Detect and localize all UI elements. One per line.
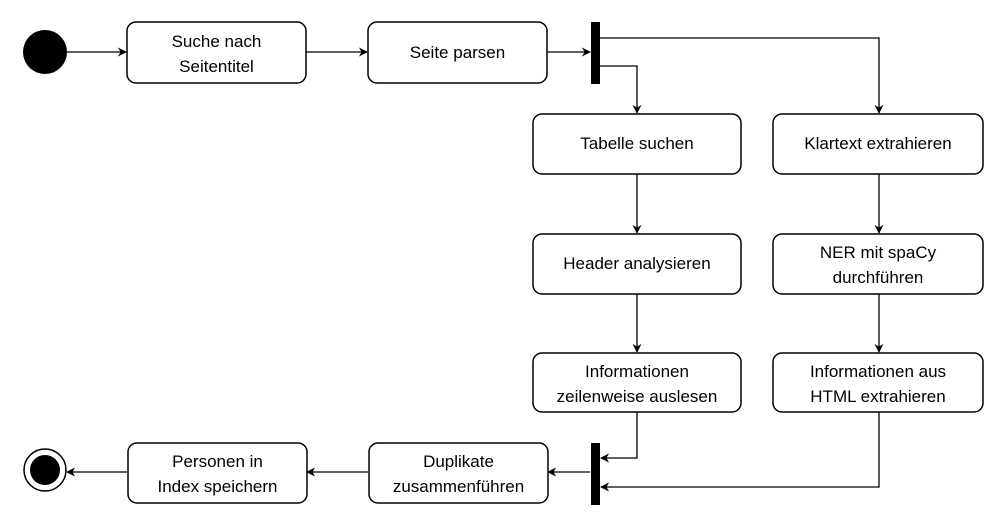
action-label: durchführen <box>833 268 924 287</box>
action-parsen: Seite parsen <box>367 21 548 84</box>
fork-bar <box>591 22 600 84</box>
action-personen: Personen in Index speichern <box>127 442 308 504</box>
edge-fork-klartext <box>600 37 884 114</box>
action-label: HTML extrahieren <box>810 387 945 406</box>
action-html: Informationen aus HTML extrahieren <box>772 352 984 413</box>
action-label: Seitentitel <box>179 57 254 76</box>
action-label: Seite parsen <box>410 43 505 62</box>
action-label: Index speichern <box>157 477 277 496</box>
action-label: Duplikate <box>423 452 494 471</box>
action-label: Informationen aus <box>810 362 946 381</box>
action-label: Header analysieren <box>563 254 710 273</box>
action-tabelle: Tabelle suchen <box>532 113 742 175</box>
action-zeilen: Informationen zeilenweise auslesen <box>532 352 742 413</box>
action-klartext: Klartext extrahieren <box>772 113 984 175</box>
action-label: zusammenführen <box>393 477 524 496</box>
action-label: Tabelle suchen <box>580 134 693 153</box>
action-label: Klartext extrahieren <box>804 134 951 153</box>
action-header: Header analysieren <box>532 233 742 295</box>
edge-html-join <box>600 412 880 492</box>
action-label: Informationen <box>585 362 689 381</box>
edges <box>66 37 884 492</box>
action-ner: NER mit spaCy durchführen <box>772 233 984 295</box>
action-label: zeilenweise auslesen <box>557 387 718 406</box>
join-bar <box>591 443 600 505</box>
final-node <box>23 448 67 492</box>
action-label: NER mit spaCy <box>820 243 937 262</box>
action-duplikate: Duplikate zusammenführen <box>368 442 549 504</box>
edge-zeilen-join <box>600 412 638 463</box>
action-label: Personen in <box>172 452 263 471</box>
initial-node <box>23 30 67 74</box>
action-suche: Suche nach Seitentitel <box>126 21 307 84</box>
action-label: Suche nach <box>172 32 262 51</box>
edge-fork-tabelle <box>600 65 642 114</box>
